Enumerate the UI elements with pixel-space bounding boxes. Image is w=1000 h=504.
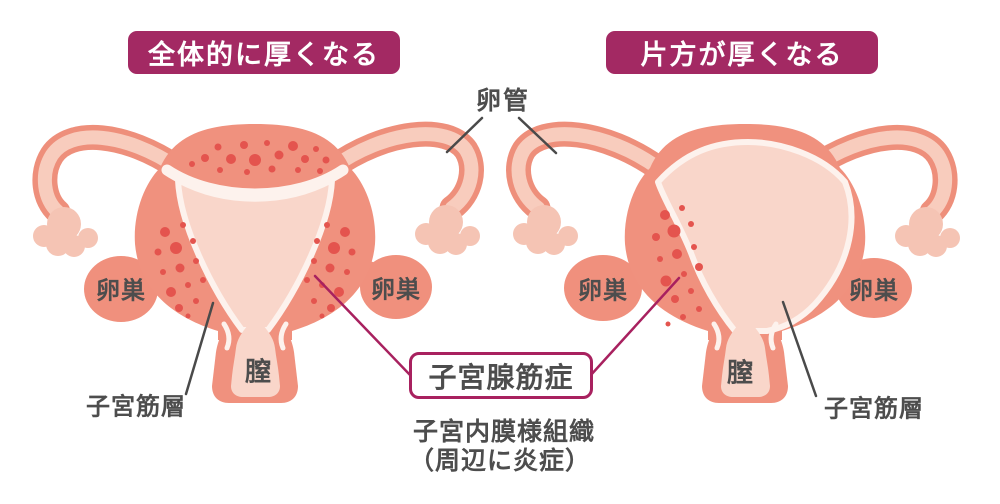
vagina-label-right: 膣 — [726, 357, 754, 388]
adenomyosis-pointer-left — [313, 274, 413, 378]
left-uterus-fallopian-tubes — [32, 121, 484, 257]
ovary-label-left-uterus-left: 卵巣 — [96, 277, 146, 305]
left-vaginal-canal — [231, 324, 280, 397]
right-vaginal-canal — [721, 324, 770, 397]
inflammation-label: （周辺に炎症） — [408, 447, 592, 475]
oviduct-pointer-right — [517, 116, 558, 155]
myometrium-label-left: 子宮筋層 — [86, 393, 186, 421]
adenomyosis-pointer-right — [588, 276, 681, 378]
left-fimbria-icon — [33, 207, 98, 257]
adenomyosis-callout: 子宮腺筋症 — [409, 352, 593, 399]
left-inner-fimbria-icon — [415, 205, 480, 255]
myometrium-label-right: 子宮筋層 — [824, 395, 924, 423]
ovary-label-left-uterus-right: 卵巣 — [371, 276, 421, 304]
endometrial-tissue-label: 子宮内膜様組織 — [412, 418, 596, 446]
left-cervix-notch — [278, 321, 289, 351]
adenomyosis-label: 子宮腺筋症 — [428, 361, 574, 393]
left-endometrial-lining — [161, 164, 349, 200]
right-cervix-notch — [711, 321, 722, 351]
left-cervix-notch — [221, 321, 232, 351]
right-uterus-fallopian-tubes — [506, 121, 960, 257]
left-ovary — [84, 256, 158, 322]
ovary-label-right-uterus-right: 卵巣 — [849, 277, 899, 305]
right-fimbria-icon — [895, 207, 960, 257]
vagina-label-left: 膣 — [244, 356, 272, 387]
left-uterine-cavity — [175, 177, 335, 333]
gray-annotation-lines — [184, 116, 818, 398]
right-uterus — [506, 121, 960, 403]
right-uterine-cavity — [655, 139, 855, 334]
ovary-label-right-uterus-left: 卵巣 — [578, 277, 628, 305]
oviduct-pointer-left — [445, 116, 484, 154]
left-uterus — [32, 121, 484, 403]
magenta-callout-lines — [313, 274, 681, 378]
right-inner-fimbria-icon — [513, 205, 578, 255]
oviduct-label: 卵管 — [475, 87, 531, 115]
right-cervix-notch — [768, 321, 779, 351]
myometrium-pointer-right — [781, 300, 818, 398]
right-uterus-lesion-dots — [652, 205, 703, 327]
myometrium-pointer-left — [184, 301, 215, 396]
heading-onesided-thickening: 片方が厚くなる — [606, 31, 878, 74]
right-ovary — [360, 255, 432, 319]
left-ovary — [564, 255, 642, 321]
heading-diffuse-thickening: 全体的に厚くなる — [128, 31, 400, 74]
